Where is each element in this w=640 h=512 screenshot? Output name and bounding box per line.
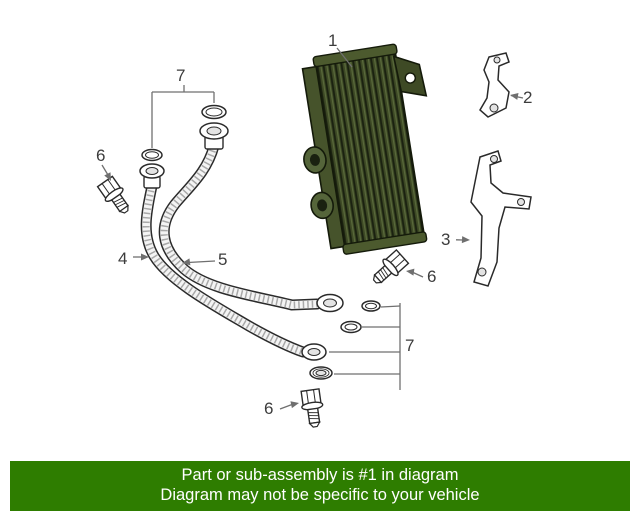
callout-label-5: 5 bbox=[218, 250, 227, 269]
banner-line-1: Part or sub-assembly is #1 in diagram bbox=[181, 466, 459, 484]
parts-diagram: 1 2 3 4 5 6 6 6 7 7 bbox=[95, 31, 532, 429]
cooler-top-plate bbox=[312, 43, 398, 68]
hose-5 bbox=[158, 140, 323, 311]
banner-line-2: Diagram may not be specific to your vehi… bbox=[160, 486, 480, 504]
cooler-bottom-plate bbox=[342, 231, 428, 255]
hose-port-flange-lower bbox=[139, 163, 165, 179]
callout-label-6-left: 6 bbox=[96, 146, 105, 165]
info-banner: Part or sub-assembly is #1 in diagram Di… bbox=[10, 461, 630, 511]
fitting-bolt-left bbox=[95, 174, 136, 219]
hose-4 bbox=[140, 180, 309, 358]
hose-assembly bbox=[139, 122, 344, 361]
cooler-port-upper bbox=[303, 146, 327, 174]
callout-leader-lines bbox=[101, 47, 524, 410]
oil-cooler bbox=[301, 43, 428, 255]
fitting-bolt-bottom bbox=[298, 387, 327, 429]
hose-port-flange-upper bbox=[199, 122, 229, 140]
bracket-lower bbox=[470, 150, 532, 287]
callout-label-2: 2 bbox=[523, 88, 532, 107]
oring-group-top bbox=[141, 104, 227, 162]
callout-label-7-top: 7 bbox=[176, 66, 185, 85]
callout-label-6-middle: 6 bbox=[427, 267, 436, 286]
hose-end-flange-upper bbox=[316, 293, 344, 313]
callout-arrowheads bbox=[104, 92, 519, 409]
cooler-port-lower bbox=[310, 191, 334, 220]
callout-label-6-bottom: 6 bbox=[264, 399, 273, 418]
callout-label-7-right: 7 bbox=[405, 336, 414, 355]
cooler-mount-hole bbox=[404, 72, 416, 84]
callout-label-3: 3 bbox=[441, 230, 450, 249]
seal-stack-right bbox=[309, 300, 381, 380]
callout-label-1: 1 bbox=[328, 31, 337, 50]
callout-label-4: 4 bbox=[118, 249, 127, 268]
fitting-bolt-middle bbox=[367, 248, 411, 290]
bracket-upper bbox=[479, 52, 510, 118]
hose-end-flange-lower bbox=[301, 343, 327, 361]
